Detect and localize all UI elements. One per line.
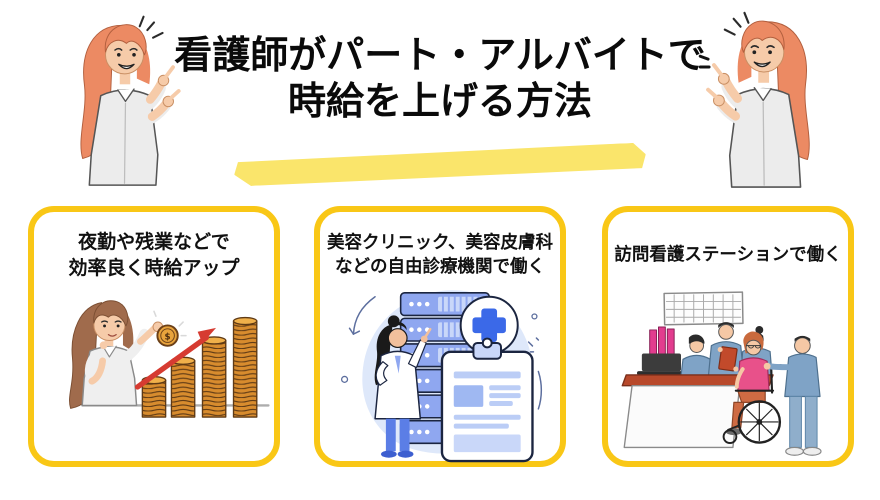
coin-stacks-growth-illustration: $	[69, 300, 270, 418]
card-beauty-clinic: 美容クリニック、美容皮膚科 などの自由診療機関で働く	[314, 206, 566, 467]
card-title: 夜勤や残業などで 効率良く時給アップ	[68, 229, 239, 281]
page-title-line2: 時給を上げる方法	[287, 79, 592, 124]
card2-title-line1: 美容クリニック、美容皮膚科	[327, 232, 553, 253]
card3-title-line1: 訪問看護ステーションで働く	[614, 244, 842, 265]
page-title-line1: 看護師がパート・アルバイトで	[174, 33, 706, 77]
coin-dollar-symbol: $	[165, 333, 171, 343]
card-title: 美容クリニック、美容皮膚科 などの自由診療機関で働く	[327, 229, 553, 281]
card2-title-line2: などの自由診療機関で働く	[335, 257, 545, 277]
page-title: 看護師がパート・アルバイトで 時給を上げる方法	[0, 32, 880, 125]
reception-wheelchair-illustration	[621, 291, 822, 456]
card-visiting-nurse-station: 訪問看護ステーションで働く	[602, 206, 854, 467]
card-night-shift-overtime: 夜勤や残業などで 効率良く時給アップ	[28, 206, 280, 467]
clinic-servers-illustration	[340, 290, 543, 463]
title-highlight-marker	[234, 143, 647, 187]
card1-title-line1: 夜勤や残業などで	[78, 231, 230, 253]
card1-title-line2: 効率良く時給アップ	[68, 257, 240, 280]
pointing-woman-illustration-left	[80, 15, 181, 186]
pointing-woman-illustration-right	[698, 11, 810, 188]
card-title: 訪問看護ステーションで働く	[614, 229, 841, 281]
